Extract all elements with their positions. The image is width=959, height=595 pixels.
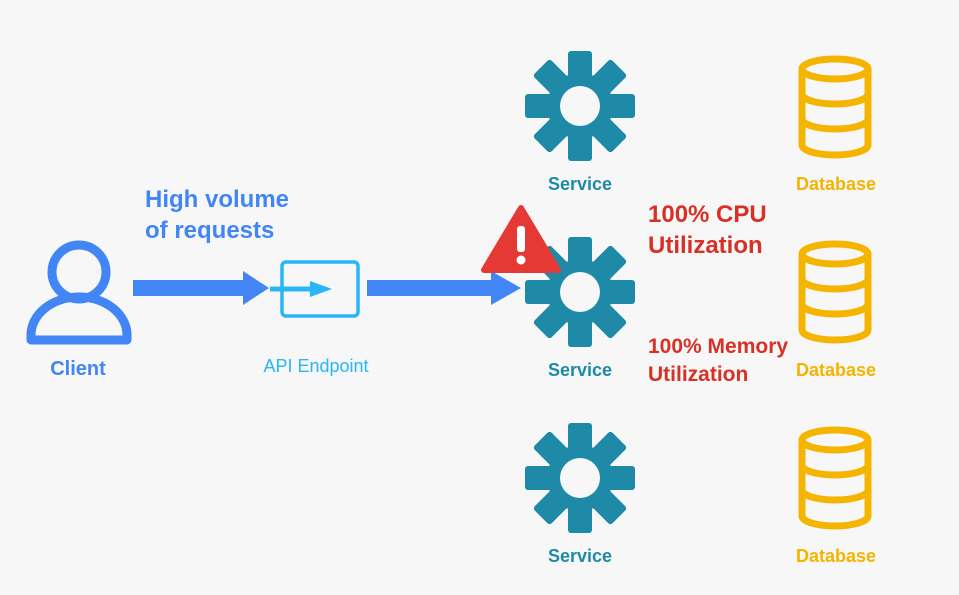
service-label: Service xyxy=(547,546,613,566)
request-note-line2: of requests xyxy=(145,217,275,244)
user-icon xyxy=(26,240,132,345)
cpu-alert-line2: Utilization xyxy=(648,232,763,259)
gear-icon xyxy=(525,423,635,533)
request-arrow xyxy=(133,271,269,305)
api-endpoint-icon xyxy=(270,260,360,318)
memory-alert: 100% Memory Utilization xyxy=(648,333,788,389)
request-note-line1: High volume xyxy=(145,186,290,213)
database-icon xyxy=(798,55,872,159)
database-icon xyxy=(798,240,872,344)
request-volume-note: High volume of requests xyxy=(145,184,289,246)
database-label: Database xyxy=(795,174,877,194)
database-icon xyxy=(798,426,872,530)
warning-icon xyxy=(481,205,561,273)
service-label: Service xyxy=(547,360,613,380)
gear-icon xyxy=(525,237,635,347)
memory-alert-line2: Utilization xyxy=(648,363,749,386)
database-label: Database xyxy=(795,360,877,380)
service-label: Service xyxy=(547,174,613,194)
gear-icon xyxy=(525,51,635,161)
cpu-alert-line1: 100% CPU xyxy=(648,201,767,228)
client-label: Client xyxy=(50,358,106,380)
forward-arrow xyxy=(367,271,521,305)
memory-alert-line1: 100% Memory xyxy=(648,335,789,358)
database-label: Database xyxy=(795,546,877,566)
cpu-alert: 100% CPU Utilization xyxy=(648,199,767,261)
api-endpoint-label: API Endpoint xyxy=(263,356,369,376)
